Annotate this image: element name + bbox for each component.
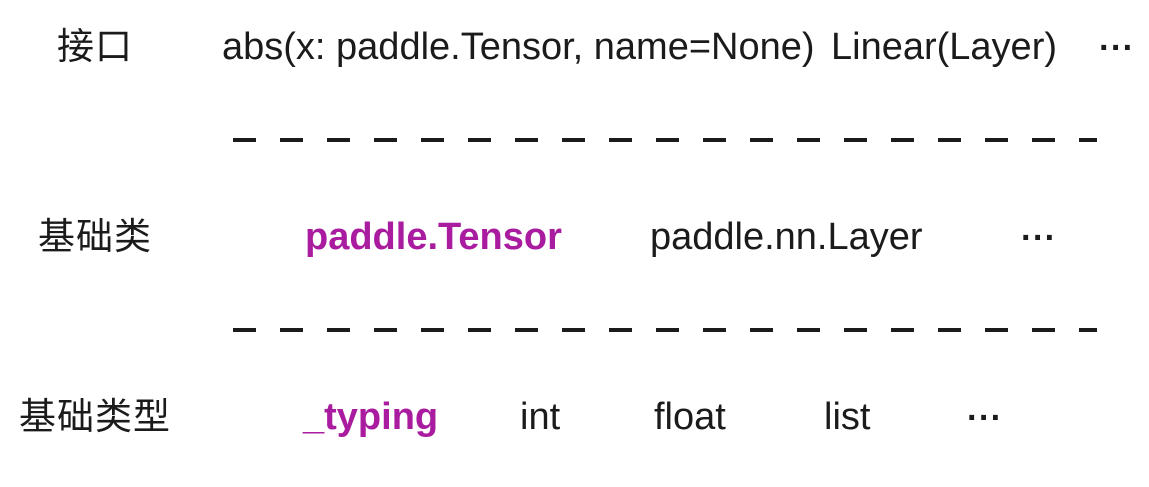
interface-ellipsis: ··· [1099,29,1135,67]
base-class-row-label: 基础类 [38,216,152,257]
base-type-ellipsis: ··· [967,399,1003,437]
base-type-float: float [654,396,726,438]
base-class-paddle-tensor: paddle.Tensor [305,216,562,258]
base-type-row-label: 基础类型 [19,396,171,437]
dashed-divider-top [233,138,1097,142]
dashed-divider-bottom [233,328,1097,332]
api-linear-signature: Linear(Layer) [831,26,1057,68]
base-type-list: list [824,396,871,438]
base-class-ellipsis: ··· [1021,219,1057,257]
interface-row-label: 接口 [57,26,133,67]
base-type-typing: _typing [303,396,439,438]
base-class-paddle-nn-layer: paddle.nn.Layer [650,216,923,258]
api-abs-signature: abs(x: paddle.Tensor, name=None) [222,26,815,68]
base-type-int: int [520,396,561,438]
